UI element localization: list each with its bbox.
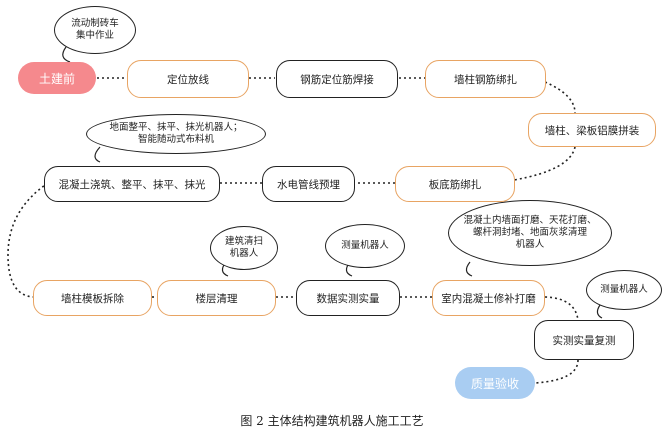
connector xyxy=(544,81,576,114)
end-node: 质量验收 xyxy=(455,367,535,399)
step-rebar-welding: 钢筋定位筋焊接 xyxy=(276,60,398,98)
robot-bubble-resurvey: 测量机器人 xyxy=(586,270,662,310)
step-floor-cleaning: 楼层清理 xyxy=(157,280,276,316)
robot-bubble-floor: 地面整平、抹平、抹光机器人；智能随动式布料机 xyxy=(86,114,266,154)
robot-bubble-survey: 测量机器人 xyxy=(325,224,405,268)
step-measurement: 数据实测实量 xyxy=(296,280,400,316)
robot-bubble-cleaning: 建筑清扫机器人 xyxy=(210,226,278,270)
step-concrete-repair: 室内混凝土修补打磨 xyxy=(432,280,545,316)
figure-caption: 图 2 主体结构建筑机器人施工工艺 xyxy=(240,414,424,428)
step-aluminum-formwork: 墙柱、梁板铝膜拼装 xyxy=(528,113,656,147)
step-wall-rebar: 墙柱钢筋绑扎 xyxy=(425,60,546,98)
robot-bubble-brick: 流动制砖车集中作业 xyxy=(54,6,136,54)
connector xyxy=(7,182,49,298)
step-positioning: 定位放线 xyxy=(127,60,249,98)
connector xyxy=(513,146,576,181)
step-mep-embedding: 水电管线预埋 xyxy=(262,166,355,202)
step-formwork-removal: 墙柱模板拆除 xyxy=(33,280,152,316)
connector xyxy=(534,359,579,384)
start-node: 土建前 xyxy=(18,62,96,94)
step-remeasurement: 实测实量复测 xyxy=(534,320,634,360)
bubble-tail xyxy=(596,304,603,319)
bubble-tail xyxy=(62,46,71,63)
connector xyxy=(544,296,579,321)
step-concrete-pouring: 混凝土浇筑、整平、抹平、抹光 xyxy=(44,166,220,202)
step-slab-rebar: 板底筋绑扎 xyxy=(395,166,515,202)
bubble-tail xyxy=(94,146,101,163)
bubble-tail xyxy=(465,261,473,277)
robot-bubble-grinding: 混凝土内墙面打磨、天花打磨、螺杆洞封堵、地面灰浆清理机器人 xyxy=(448,200,612,266)
